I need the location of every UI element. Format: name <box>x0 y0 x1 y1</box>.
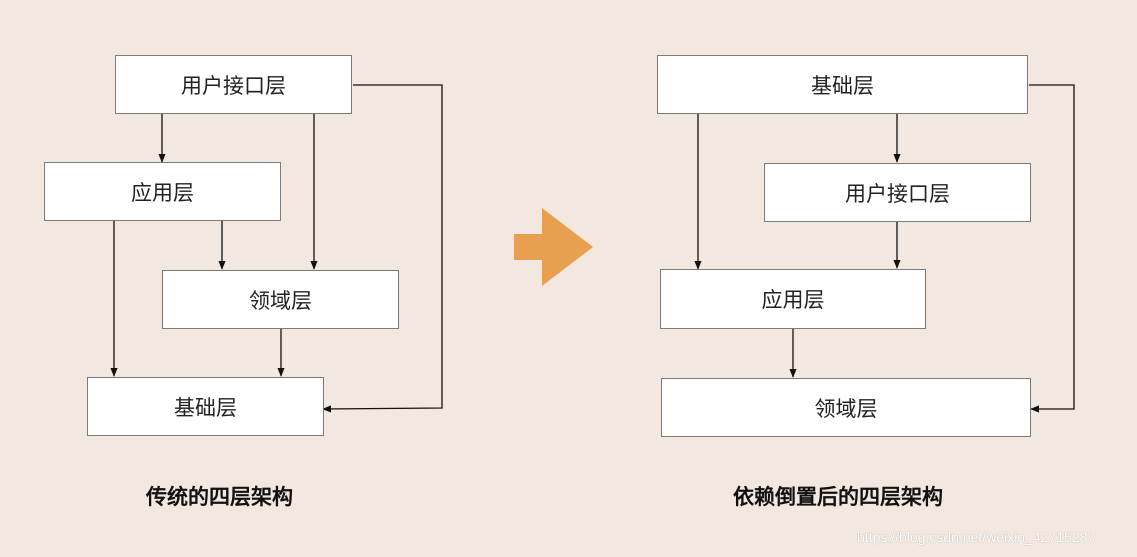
right-edge-infra-to-domain <box>1029 84 1075 413</box>
left-caption: 传统的四层架构 <box>146 485 293 509</box>
right-caption: 依赖倒置后的四层架构 <box>733 485 943 509</box>
left-box-user-interface-layer-label: 用户接口层 <box>181 73 286 98</box>
right-box-infrastructure-layer-label: 基础层 <box>811 73 874 98</box>
right-box-application-layer-label: 应用层 <box>761 288 825 312</box>
right-box-domain-layer: 领域层 <box>661 378 1031 437</box>
left-box-domain-layer-label: 领域层 <box>249 288 312 313</box>
right-box-domain-layer-label: 领域层 <box>814 396 878 421</box>
transition-arrow-icon <box>514 208 593 286</box>
left-box-application-layer-label: 应用层 <box>131 180 194 205</box>
left-edge-ui-to-infra <box>322 84 443 413</box>
right-box-user-interface-layer-label: 用户接口层 <box>845 181 950 206</box>
left-box-infrastructure-layer-label: 基础层 <box>174 395 237 420</box>
left-box-user-interface-layer: 用户接口层 <box>115 55 352 114</box>
left-box-application-layer: 应用层 <box>44 162 281 221</box>
left-connectors <box>110 84 443 413</box>
watermark-text: https://blog.csdn.net/weixin_42715287 <box>857 529 1096 545</box>
right-box-user-interface-layer: 用户接口层 <box>764 163 1031 222</box>
right-box-infrastructure-layer: 基础层 <box>657 55 1028 114</box>
right-connectors <box>694 84 1075 413</box>
left-box-infrastructure-layer: 基础层 <box>87 377 324 436</box>
left-box-domain-layer: 领域层 <box>162 270 399 329</box>
right-box-application-layer: 应用层 <box>660 269 926 329</box>
